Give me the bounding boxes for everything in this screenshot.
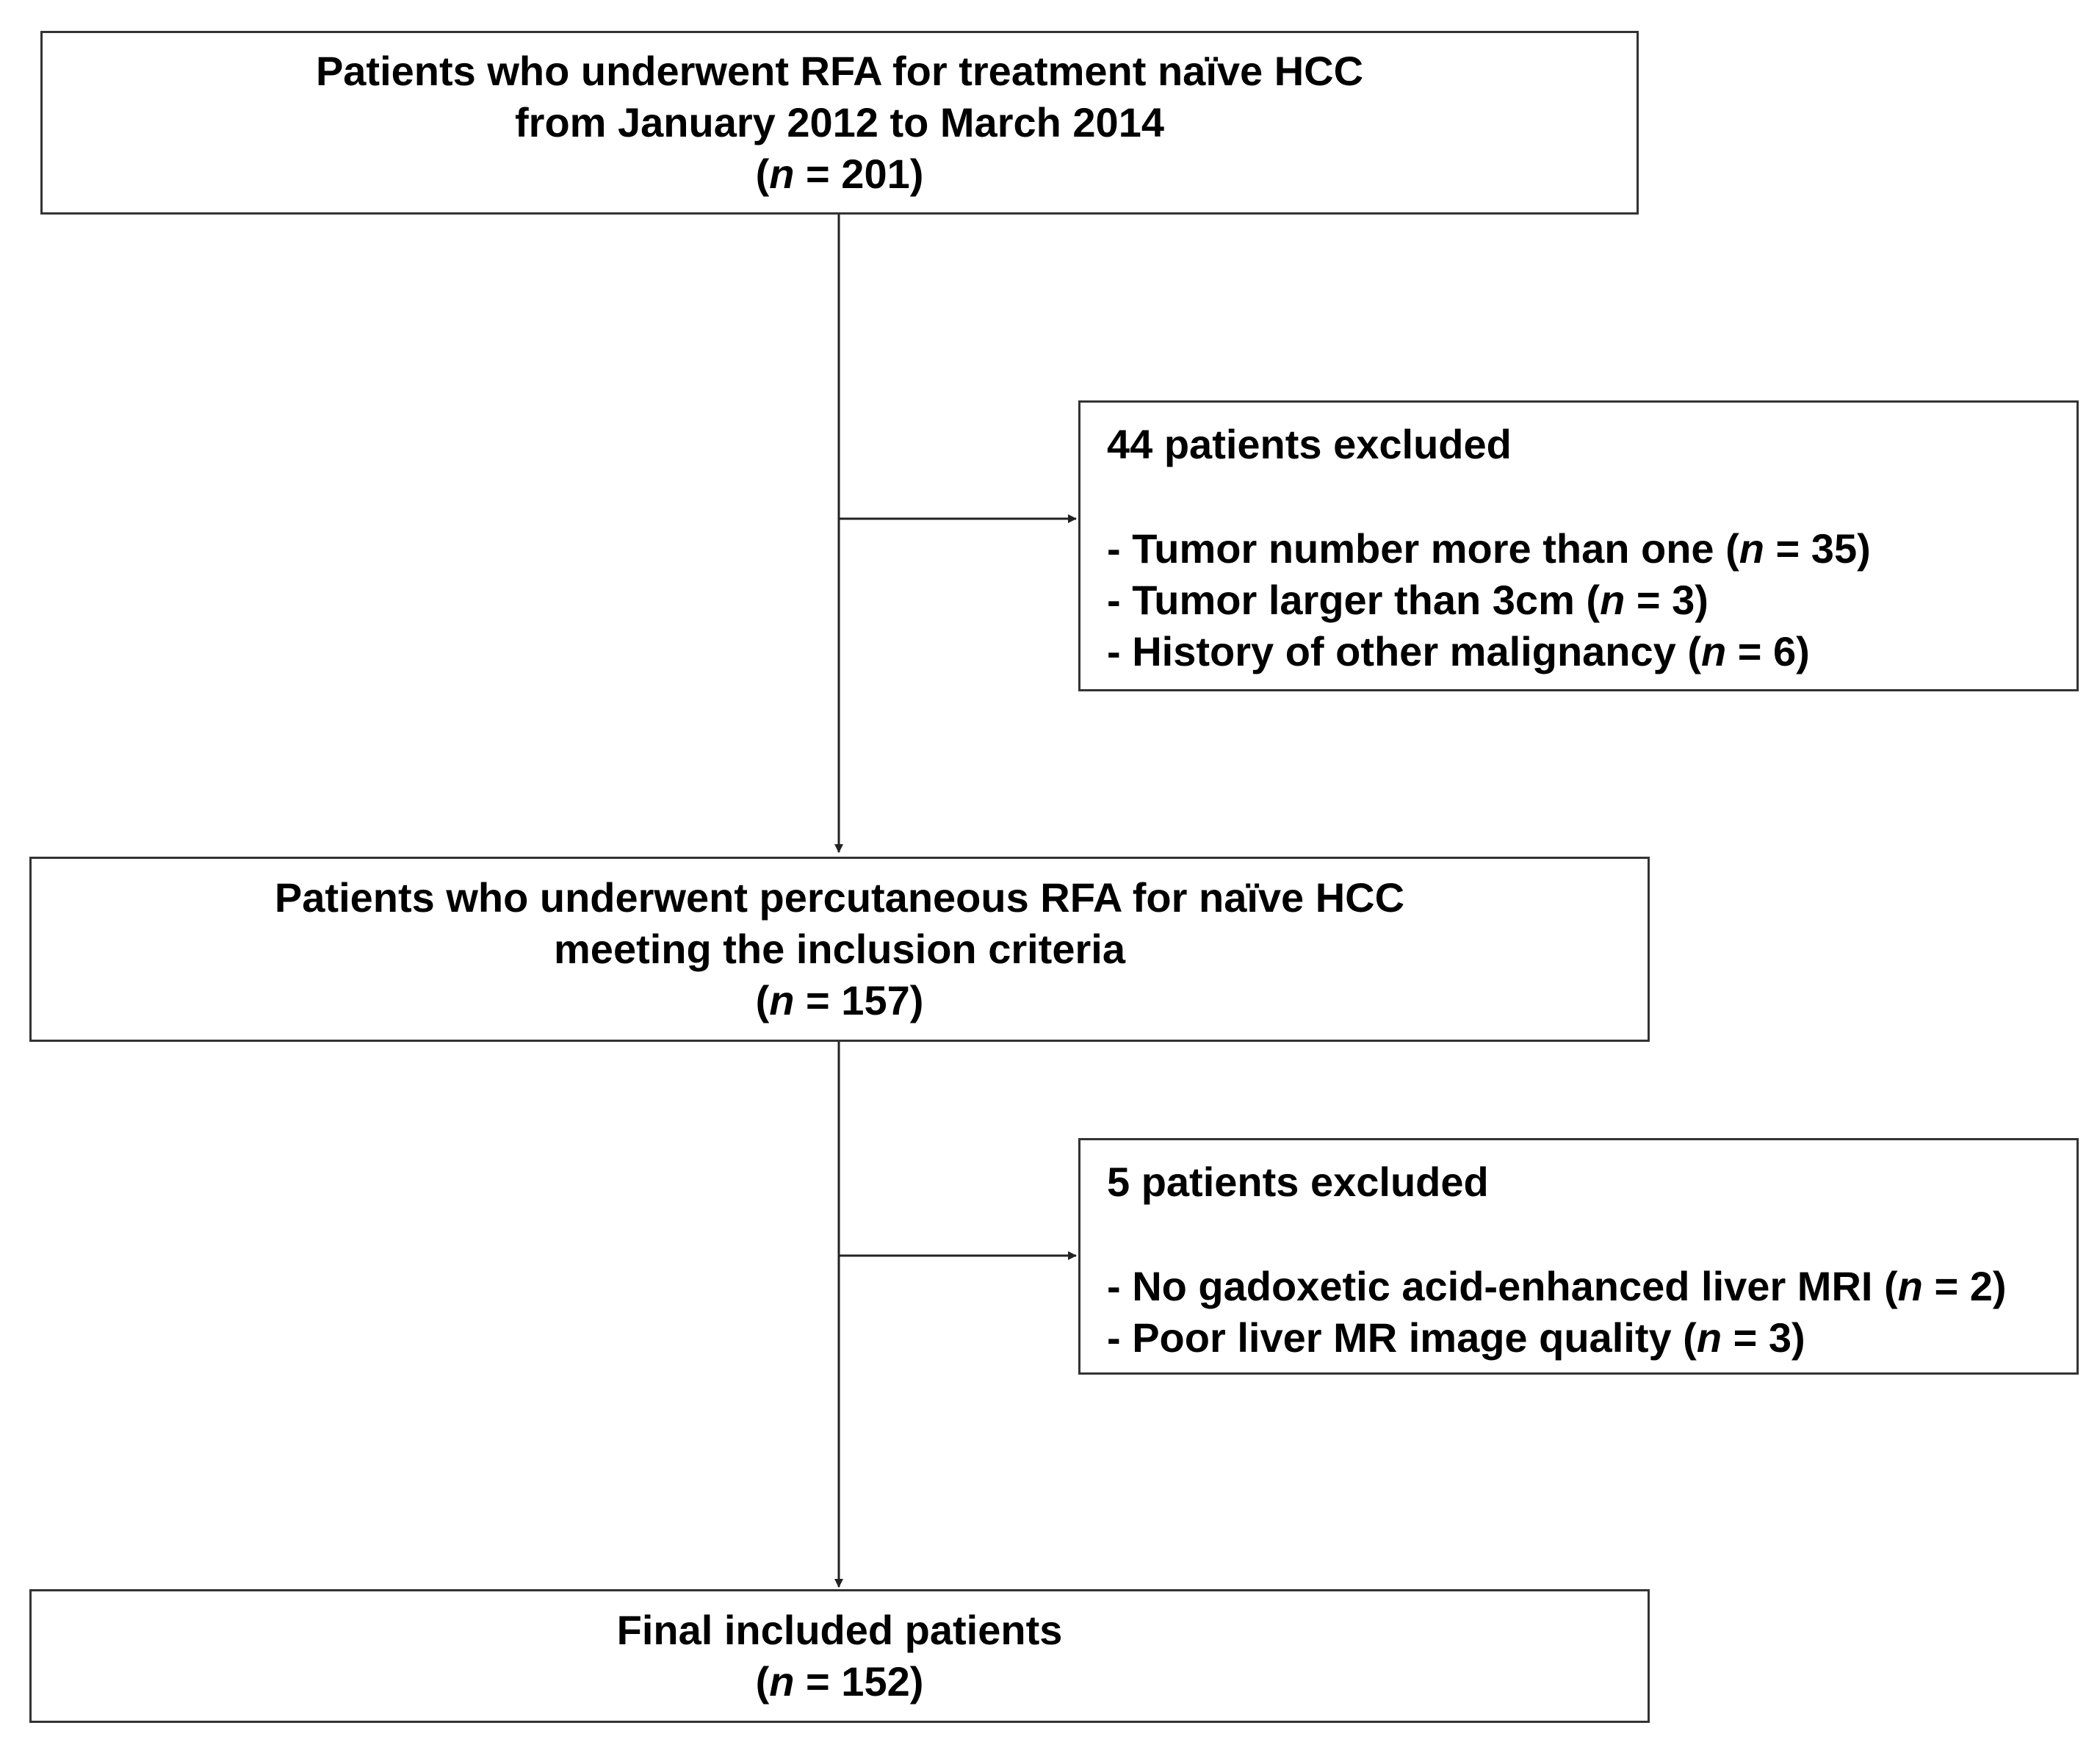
initial-cohort-line2: from January 2012 to March 2014 (515, 99, 1164, 145)
exclusion-box-1: 44 patients excluded - Tumor number more… (1078, 400, 2079, 691)
final-cohort-count: (n = 152) (755, 1658, 924, 1705)
exclusion-1-item: - Tumor larger than 3cm (n = 3) (1107, 577, 1708, 623)
exclusion-1-item: - Tumor number more than one (n = 35) (1107, 525, 1871, 572)
final-cohort-box: Final included patients (n = 152) (29, 1589, 1650, 1723)
eligible-cohort-count: (n = 157) (755, 977, 924, 1023)
exclusion-1-item: - History of other malignancy (n = 6) (1107, 628, 1810, 674)
exclusion-2-title: 5 patients excluded (1107, 1159, 1489, 1205)
initial-cohort-count: (n = 201) (755, 151, 924, 197)
initial-cohort-box: Patients who underwent RFA for treatment… (40, 31, 1639, 215)
exclusion-box-2: 5 patients excluded - No gadoxetic acid-… (1078, 1138, 2079, 1375)
eligible-cohort-box: Patients who underwent percutaneous RFA … (29, 857, 1650, 1042)
exclusion-2-item: - Poor liver MR image quality (n = 3) (1107, 1314, 1805, 1361)
initial-cohort-line1: Patients who underwent RFA for treatment… (315, 48, 1364, 94)
exclusion-2-item: - No gadoxetic acid-enhanced liver MRI (… (1107, 1263, 2007, 1309)
eligible-cohort-line2: meeting the inclusion criteria (554, 926, 1125, 972)
final-cohort-line1: Final included patients (616, 1607, 1063, 1653)
exclusion-1-title: 44 patients excluded (1107, 421, 1512, 467)
eligible-cohort-line1: Patients who underwent percutaneous RFA … (274, 874, 1405, 921)
